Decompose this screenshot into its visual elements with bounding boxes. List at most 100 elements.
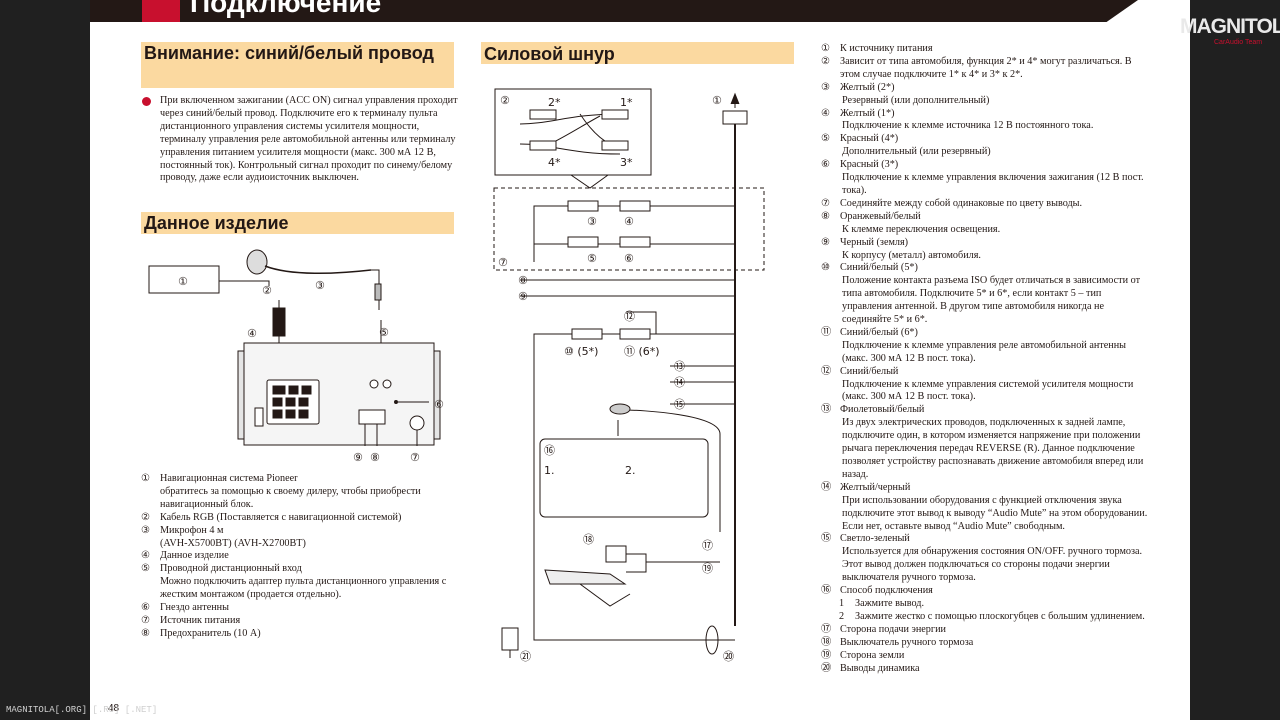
callout-15: ⑮ <box>674 398 685 411</box>
callout-3: ③ <box>587 215 597 228</box>
page-title: Подключение <box>190 0 382 18</box>
iso-connector-group <box>493 187 765 271</box>
product-diagram: ① ② ③ ④ ⑤ ⑥ ⑦ ⑧ ⑨ <box>148 249 444 464</box>
callout-11: ⑪ (6*) <box>624 345 660 358</box>
callout-17: ⑰ <box>702 539 713 552</box>
list-item-detail: Подключение к клемме управления реле авт… <box>842 339 1127 364</box>
list-item-detail: Подключение к клемме управления системой… <box>842 378 1134 403</box>
antenna-jack <box>409 415 425 431</box>
power-cord-diagram: ② 2* 1* 4* 3* ① ③ ④ ⑤ ⑥ ⑦ ⑧ ⑨ ⑫ ⑩ (5*) ⑪… <box>493 88 765 663</box>
callout-14: ⑭ <box>674 376 685 389</box>
list-item-detail: К клемме переключения освещения. <box>842 223 1001 235</box>
step-2-label: 2. <box>625 464 636 477</box>
callout-1: ① <box>178 275 188 288</box>
microphone-icon <box>246 249 268 275</box>
label-1-star: 1* <box>620 96 633 109</box>
list-item-detail: К корпусу (металл) автомобиля. <box>842 249 981 261</box>
callout-2: ② <box>500 94 510 107</box>
callout-19: ⑲ <box>702 562 713 575</box>
callout-2: ② <box>262 284 272 297</box>
site-logo: MAGNITOLA CarAudio Team <box>1180 15 1280 56</box>
page-number: 48 <box>108 703 120 714</box>
list-item-detail: Положение контакта разъема ISO будет отл… <box>842 275 1141 326</box>
logo-text: MAGNITOLA <box>1180 15 1280 38</box>
logo-tagline: CarAudio Team <box>1214 39 1263 46</box>
callout-5: ⑤ <box>587 252 597 265</box>
callout-5: ⑤ <box>379 326 389 339</box>
callout-16: ⑯ <box>544 444 555 457</box>
crimp-method-box <box>539 438 709 518</box>
callout-3: ③ <box>315 279 325 292</box>
warning-heading: Внимание: синий/белый провод <box>141 42 454 88</box>
rgb-connector <box>272 307 286 337</box>
callout-21: ㉑ <box>520 650 531 663</box>
callout-9: ⑨ <box>518 290 528 303</box>
list-item-detail: Используется для обнаружения состояния O… <box>842 546 1143 584</box>
power-cord-heading: Силовой шнур <box>481 42 794 64</box>
callout-12: ⑫ <box>624 310 635 323</box>
callout-4: ④ <box>624 215 634 228</box>
callout-8: ⑧ <box>518 274 528 287</box>
product-heading: Данное изделие <box>141 212 454 234</box>
callout-18: ⑱ <box>583 533 594 546</box>
list-item-detail: Дополнительный (или резервный) <box>842 146 991 158</box>
callout-13: ⑬ <box>674 360 685 373</box>
callout-7: ⑦ <box>498 256 508 269</box>
list-item-detail: При использовании оборудования с функцие… <box>842 494 1148 532</box>
callout-7: ⑦ <box>410 451 420 464</box>
hand-brake-icon <box>544 569 627 585</box>
mic-plug <box>374 283 382 301</box>
header-accent <box>142 0 180 22</box>
callout-20: ⑳ <box>723 650 734 663</box>
callout-4: ④ <box>247 327 257 340</box>
callout-6: ⑥ <box>434 398 444 411</box>
label-3-star: 3* <box>620 156 633 169</box>
label-2-star: 2* <box>548 96 561 109</box>
list-item-detail: Подключение к клемме источника 12 В пост… <box>842 120 1094 132</box>
label-4-star: 4* <box>548 156 561 169</box>
list-item-detail: Резервный (или дополнительный) <box>842 94 990 106</box>
power-connector <box>358 409 386 425</box>
callout-8: ⑧ <box>370 451 380 464</box>
callout-10: ⑩ (5*) <box>564 345 598 358</box>
list-item-detail: Подключение к клемме управления включени… <box>842 172 1144 196</box>
header-bar <box>90 0 1138 22</box>
watermark-text: MAGNITOLA[.ORG] [.RU] [.NET] <box>6 705 158 715</box>
callout-9: ⑨ <box>353 451 363 464</box>
connector-pins <box>272 385 312 419</box>
nav-unit-box <box>148 265 220 294</box>
warning-text: При включенном зажигании (ACC ON) сигнал… <box>160 95 458 184</box>
